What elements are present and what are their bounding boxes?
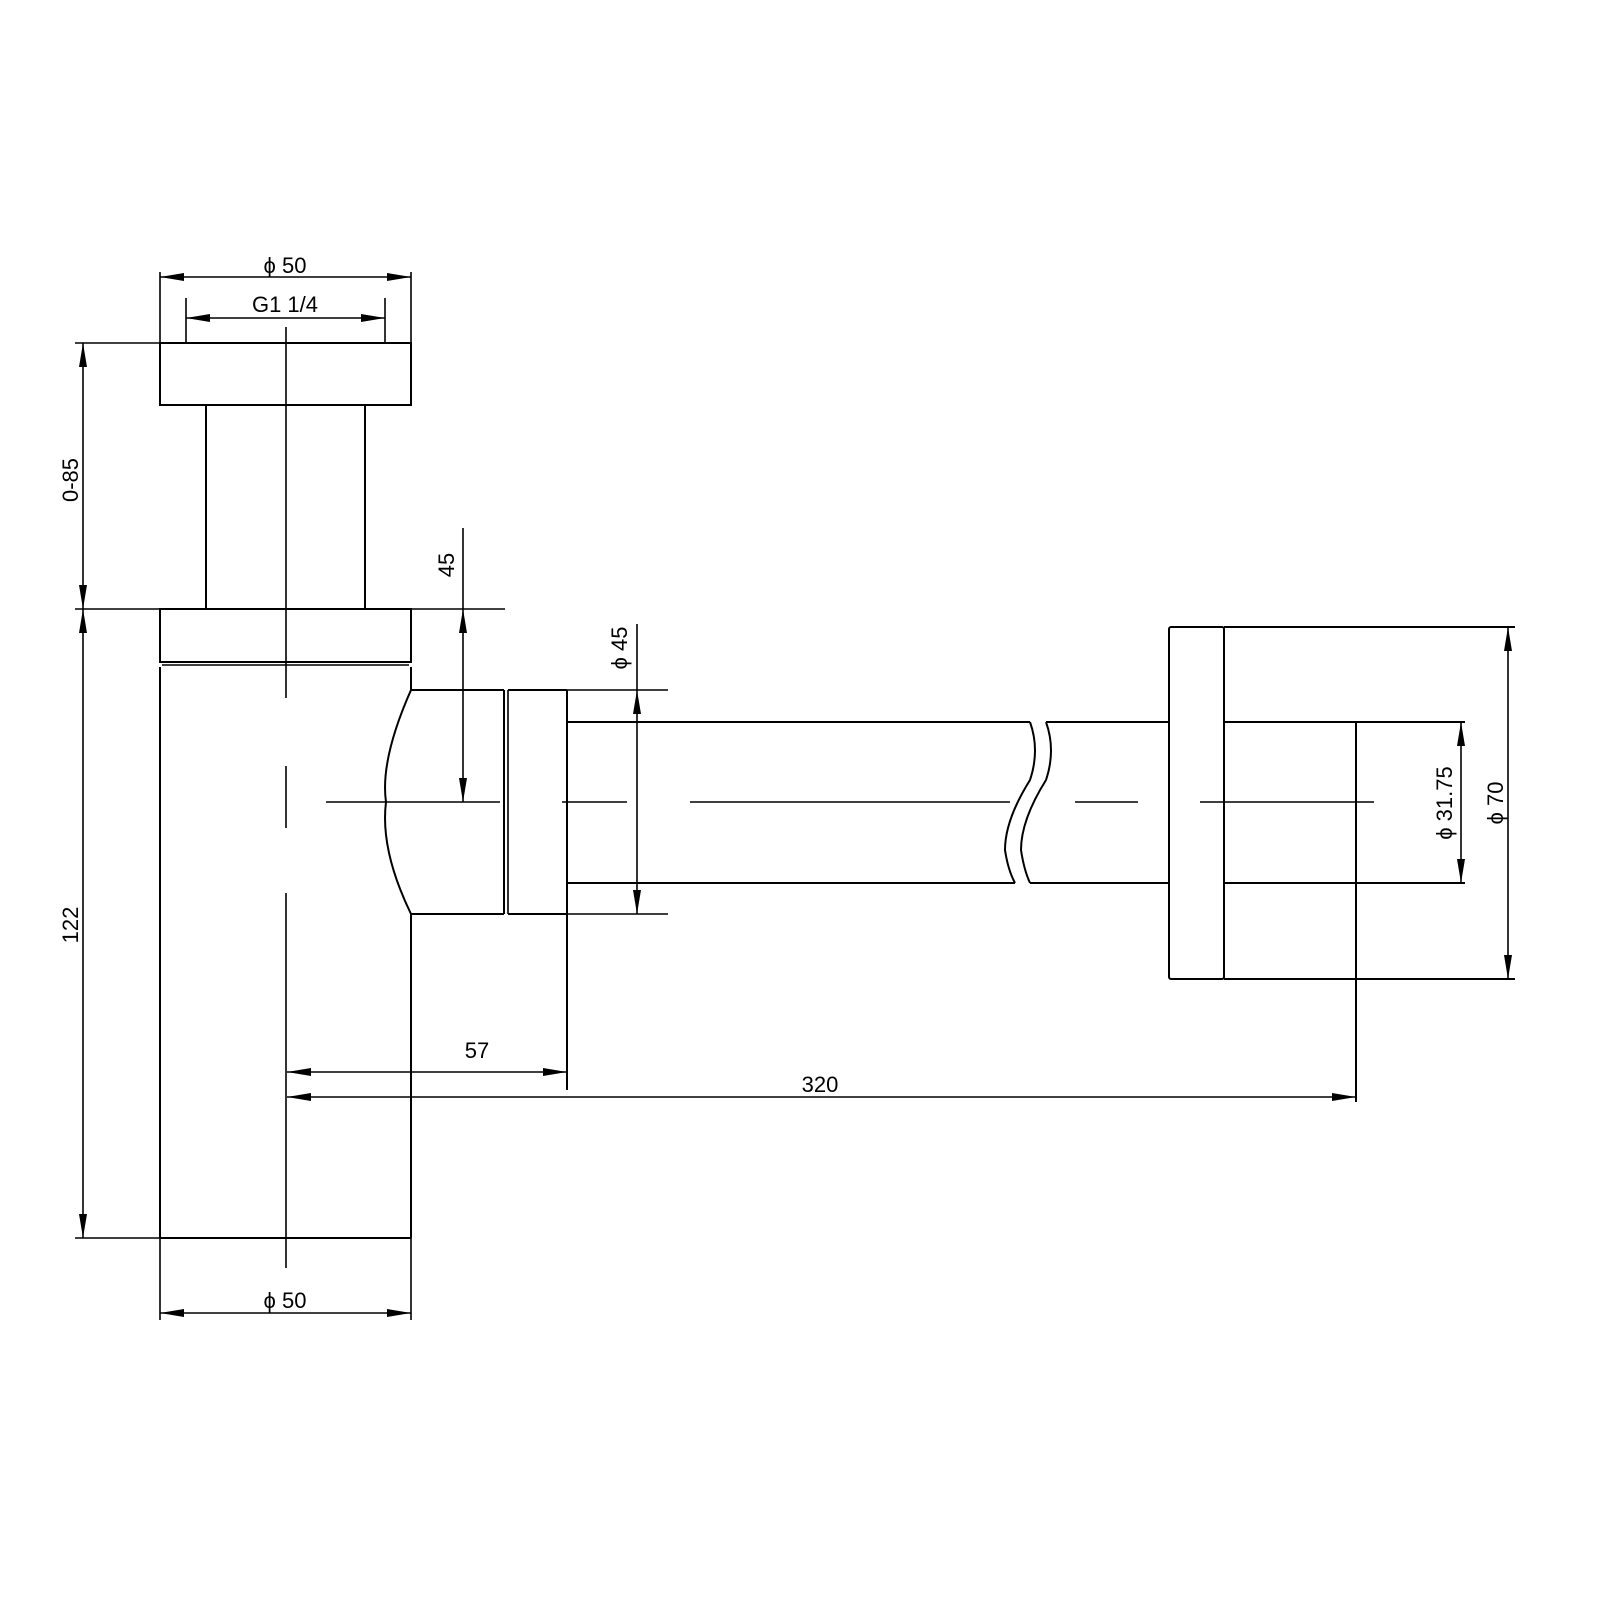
label-outlet-nut-diameter: ϕ 45 — [607, 627, 632, 670]
dim-total-length: 320 — [287, 1072, 1356, 1101]
outlet-pipe — [567, 721, 1168, 884]
center-lines — [285, 327, 1374, 1268]
dim-body-height: 122 — [58, 609, 87, 1238]
dim-thread: G1 1/4 — [186, 292, 385, 322]
pipe-break-line-1 — [1003, 721, 1036, 884]
dim-bottom-diameter: ϕ 50 — [160, 1288, 411, 1317]
dim-pipe-diameter: ϕ 31.75 — [1432, 722, 1465, 883]
extension-lines — [75, 272, 668, 1320]
dim-top-flange-diameter: ϕ 50 — [160, 253, 411, 281]
label-wall-flange-diameter: ϕ 70 — [1483, 782, 1508, 825]
dim-outlet-offset: 45 — [434, 553, 467, 802]
dim-tailpiece-height: 0-85 — [58, 343, 87, 609]
dim-wall-flange-diameter: ϕ 70 — [1483, 627, 1512, 979]
label-thread: G1 1/4 — [252, 292, 318, 317]
label-total-length: 320 — [802, 1072, 839, 1097]
label-top-flange-diameter: ϕ 50 — [264, 253, 307, 278]
label-bottom-diameter: ϕ 50 — [264, 1288, 307, 1313]
outlet-nut — [508, 689, 568, 1090]
label-tailpiece-height: 0-85 — [58, 458, 83, 502]
label-pipe-diameter: ϕ 31.75 — [1432, 766, 1457, 840]
dim-outlet-nut-diameter: ϕ 45 — [607, 627, 641, 914]
label-outlet-projection: 57 — [465, 1038, 489, 1063]
wall-flange — [1168, 626, 1515, 1102]
pipe-break-line-2 — [1019, 721, 1052, 884]
label-outlet-offset: 45 — [434, 553, 459, 577]
dim-outlet-projection: 57 — [287, 1038, 567, 1076]
label-body-height: 122 — [58, 907, 83, 944]
trap-tailpiece — [205, 405, 366, 609]
